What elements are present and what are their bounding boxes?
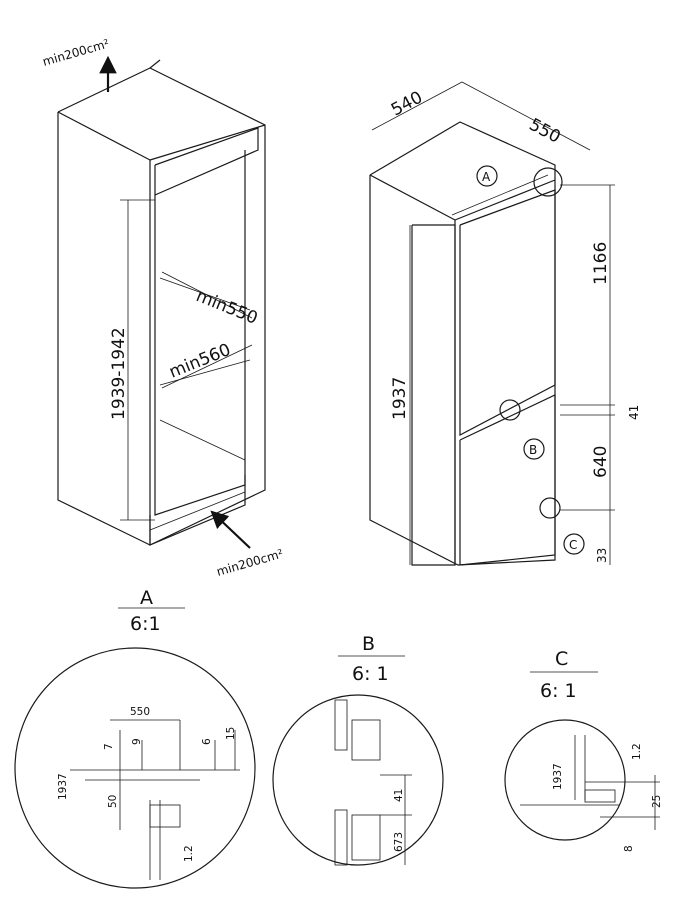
detail-b-geometry <box>334 699 412 866</box>
niche-cabinet <box>57 55 266 549</box>
lower-height-label: 640 <box>591 446 611 478</box>
detail-a-circle <box>14 647 256 889</box>
niche-depth-label: min550 <box>193 286 260 329</box>
detail-c-dim-1937: 1937 <box>552 763 564 790</box>
detail-a-dim-6: 6 <box>201 738 213 745</box>
detail-b-dim-41: 41 <box>393 789 405 802</box>
niche-width-label: min560 <box>166 340 233 383</box>
bottom-gap-label: 33 <box>595 548 609 563</box>
detail-b-dim-673: 673 <box>393 832 405 852</box>
callout-b: B <box>529 443 537 457</box>
detail-a-dim-15: 15 <box>225 727 237 740</box>
detail-a-dim-50: 50 <box>107 795 119 808</box>
airflow-top-label: min200cm² <box>41 36 111 68</box>
detail-a-geometry <box>70 719 240 880</box>
detail-a-dim-7: 7 <box>103 743 115 750</box>
detail-a-dim-550: 550 <box>130 706 150 718</box>
detail-a-scale: 6:1 <box>130 613 161 635</box>
detail-c-geometry <box>520 735 660 830</box>
appliance-body <box>369 81 615 566</box>
detail-c-circle <box>504 719 626 841</box>
appliance-width-label: 540 <box>388 88 426 121</box>
detail-b-circle <box>272 694 444 866</box>
upper-height-label: 1166 <box>591 242 611 285</box>
detail-a-dim-1-2: 1.2 <box>183 845 195 862</box>
hinge-gap-label: 41 <box>627 405 641 420</box>
appliance-depth-label: 550 <box>526 115 564 148</box>
detail-c-dim-8: 8 <box>623 845 635 852</box>
niche-height-label: 1939-1942 <box>109 327 129 420</box>
callout-a: A <box>482 170 491 184</box>
appliance-height-label: 1937 <box>390 377 410 420</box>
detail-a-dim-1937: 1937 <box>57 773 69 800</box>
detail-a-label: A <box>140 587 153 609</box>
detail-c-dim-25: 25 <box>651 795 663 808</box>
detail-c-dim-1-2: 1.2 <box>631 743 643 760</box>
callout-c: C <box>569 538 577 552</box>
detail-a-dim-9: 9 <box>131 738 143 745</box>
detail-c-label: C <box>555 648 568 670</box>
detail-b-label: B <box>362 633 375 655</box>
airflow-bottom-label: min200cm² <box>215 546 285 578</box>
detail-c-scale: 6: 1 <box>540 680 577 702</box>
detail-b-scale: 6: 1 <box>352 663 389 685</box>
